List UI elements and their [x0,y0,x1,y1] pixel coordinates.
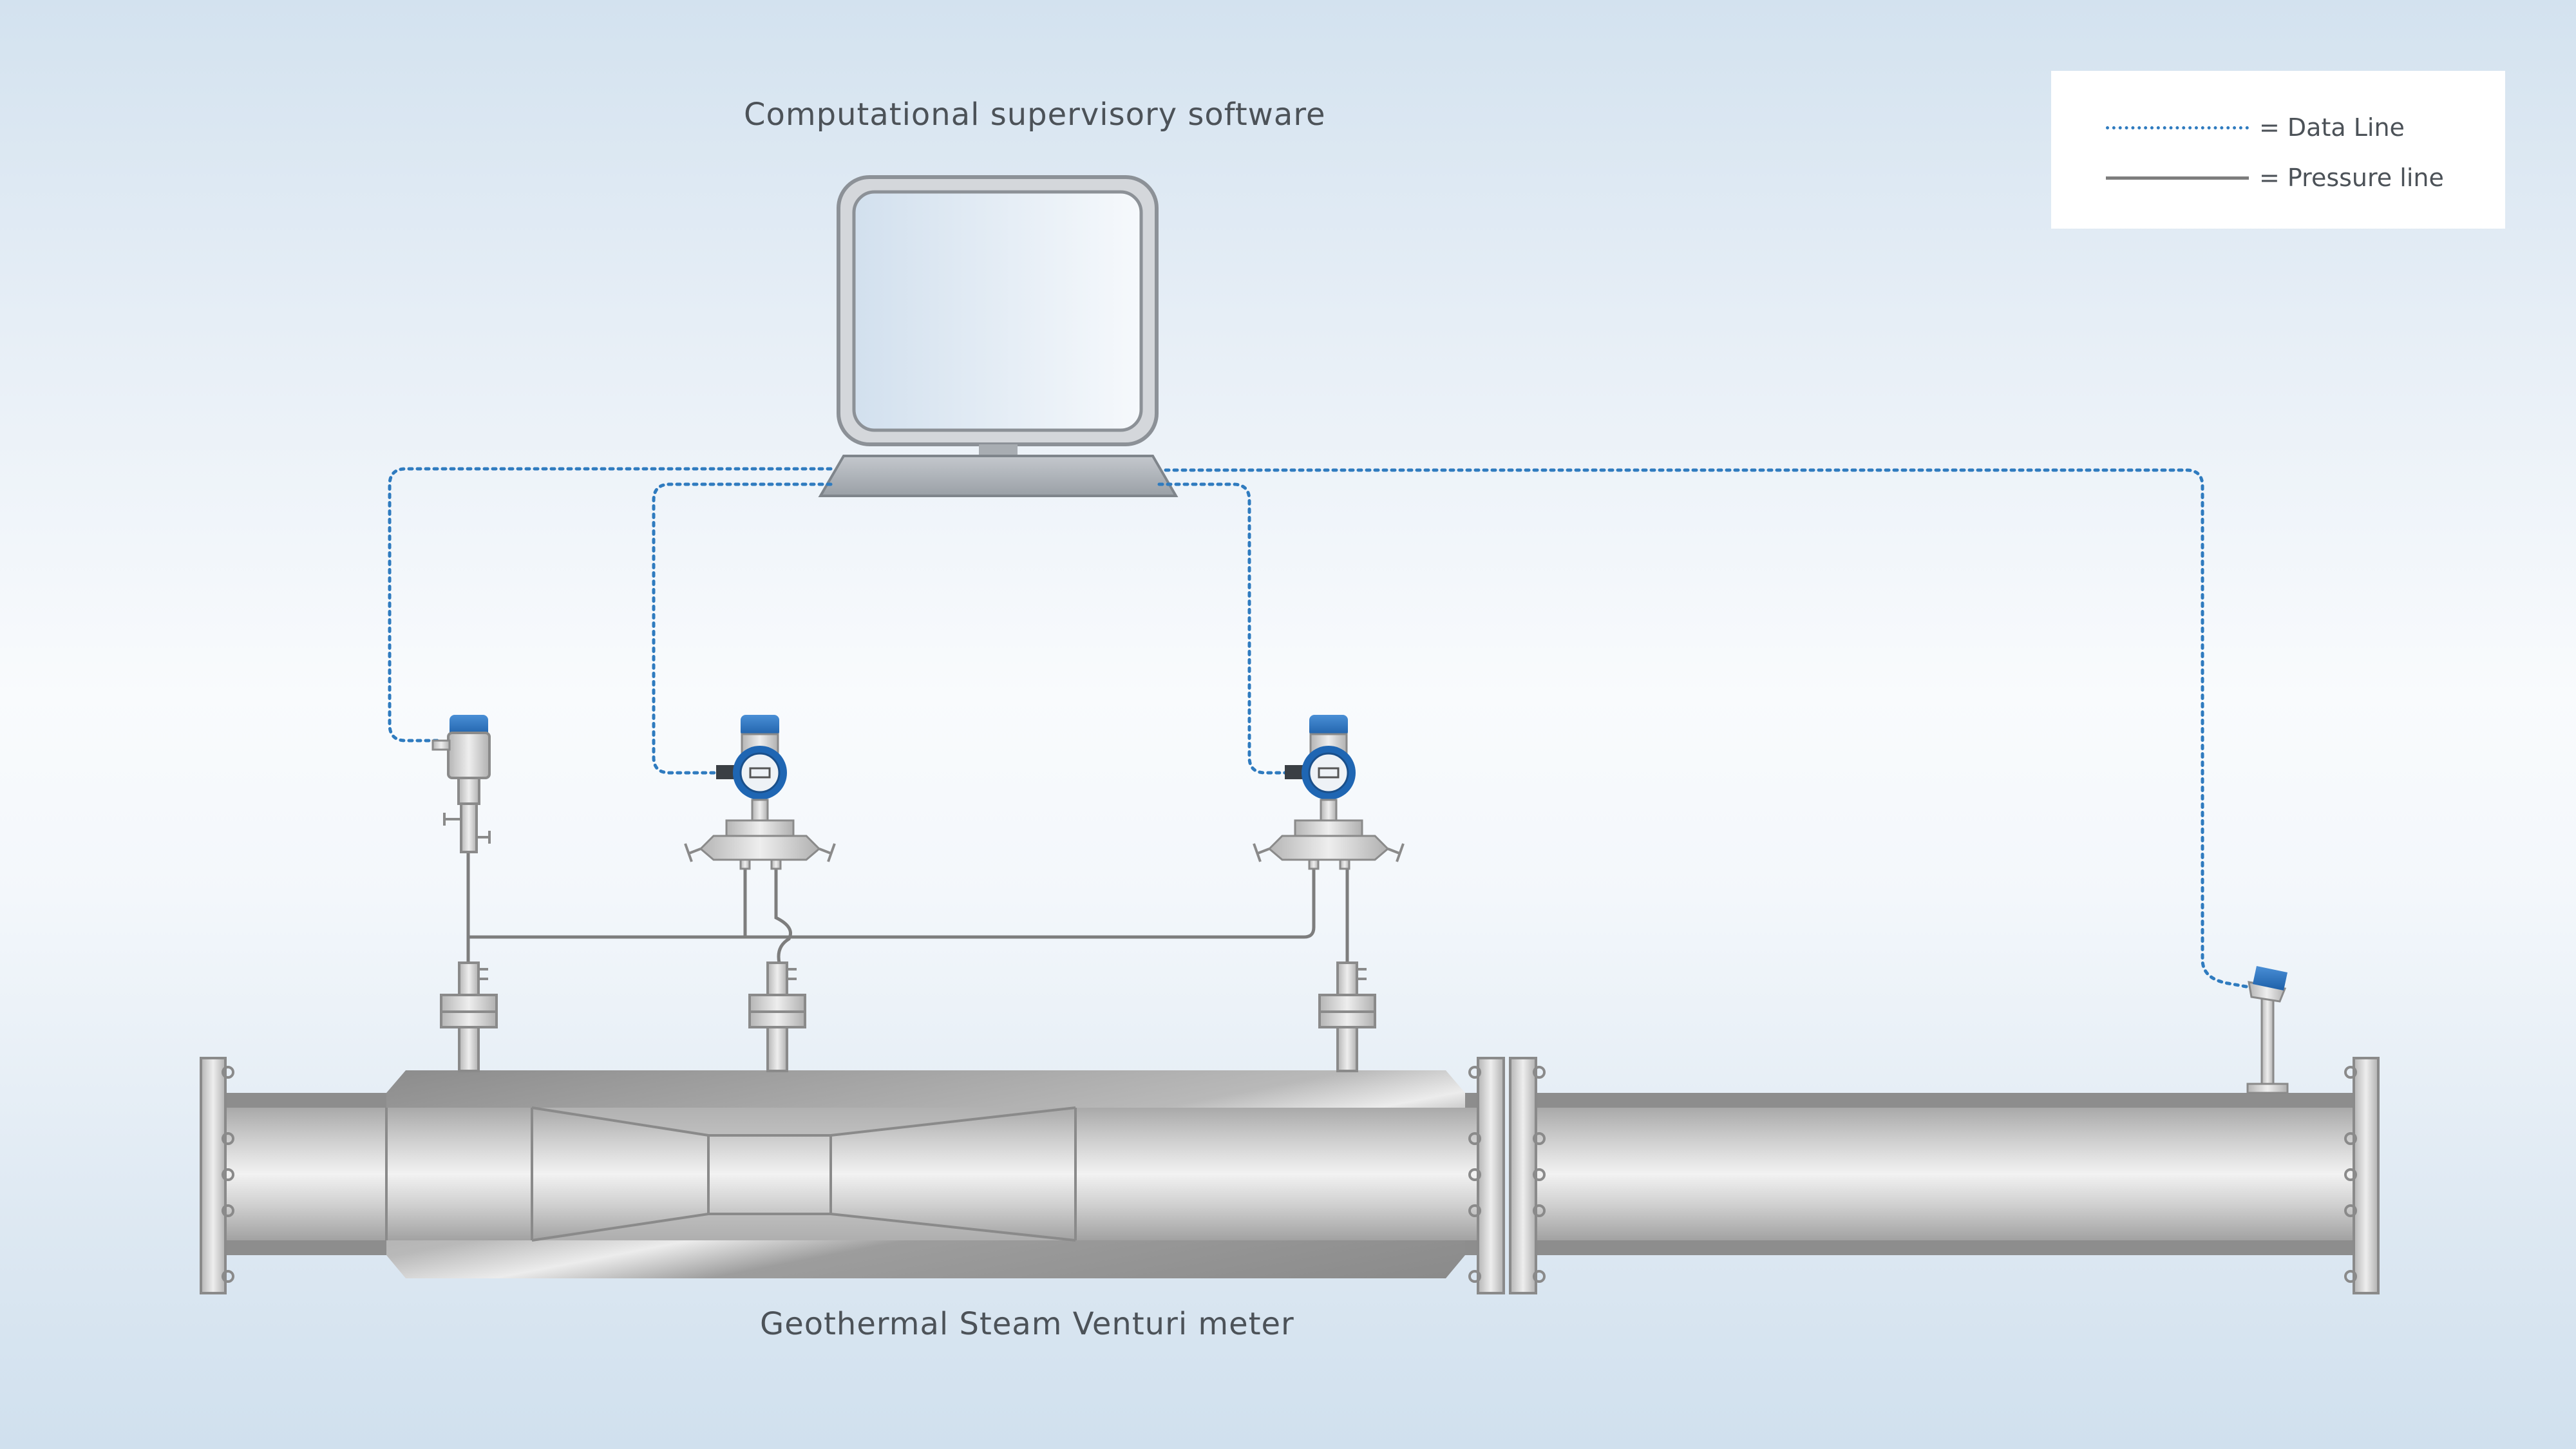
downstream-pipe [1533,1093,2363,1255]
data-line-pressure [1164,468,2259,990]
flange-left [200,1057,234,1294]
venturi-meter-label: Geothermal Steam Venturi meter [760,1306,1294,1342]
flange-middle [1468,1057,1546,1294]
temperature-transmitter-icon [431,715,491,853]
legend: = Data Line = Pressure line [2051,71,2505,229]
data-line-temp [388,467,833,743]
pressure-sensor-icon [2246,966,2289,1094]
legend-data-line-label: = Data Line [2259,113,2405,142]
data-lines [388,467,2259,990]
differential-pressure-transmitter-2-icon [1253,715,1405,870]
software-label: Computational supervisory software [744,97,1326,133]
data-line-dp1 [652,482,833,775]
tap-valve-3 [1318,961,1376,1072]
legend-row-data-line: = Data Line [2106,108,2405,147]
differential-pressure-transmitter-1-icon [684,715,836,870]
pressure-lines [466,850,1349,963]
pressure-line-swatch [2106,176,2249,180]
tap-valve-1 [440,961,498,1072]
venturi-body [225,1070,1484,1278]
data-line-swatch [2106,126,2249,129]
data-line-dp2 [1157,482,1293,775]
tap-valve-2 [748,961,806,1072]
computer-monitor-icon [818,175,1179,497]
legend-pressure-line-label: = Pressure line [2259,164,2444,192]
flange-right [2344,1057,2380,1294]
legend-row-pressure-line: = Pressure line [2106,158,2444,197]
